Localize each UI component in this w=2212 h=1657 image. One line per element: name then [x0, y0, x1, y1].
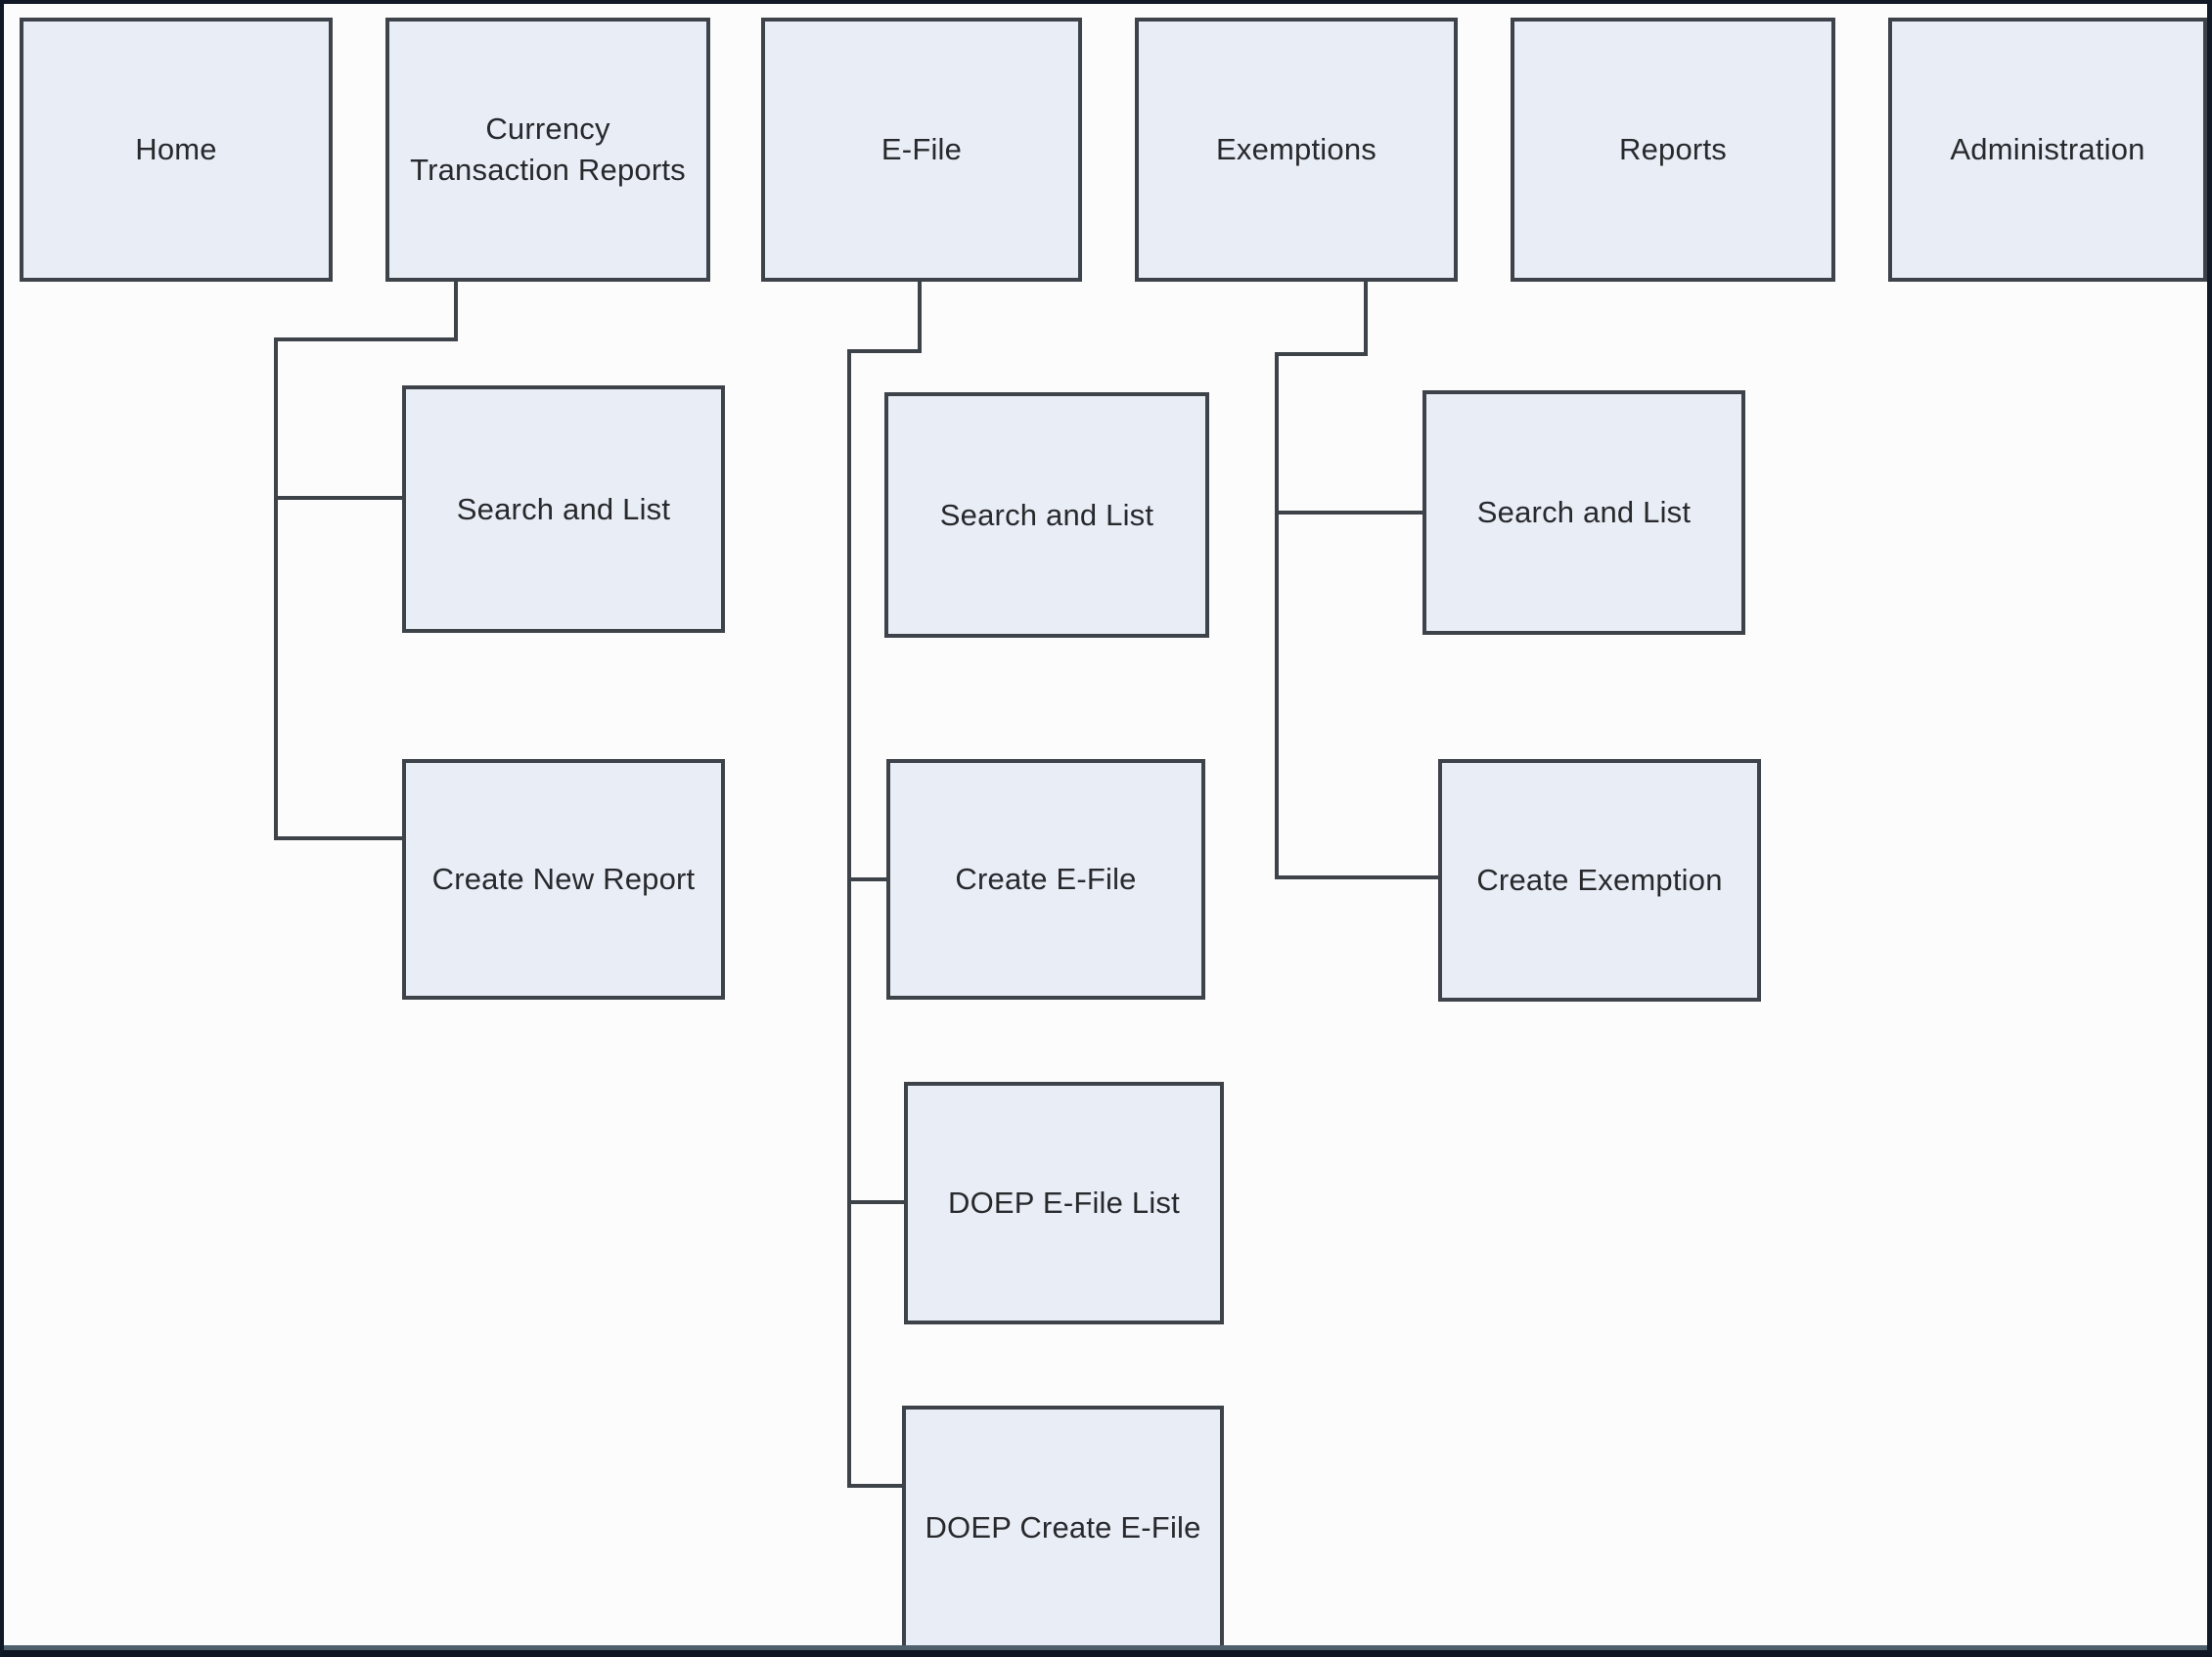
node-label: Search and List	[1476, 495, 1692, 529]
node-label: Search and List	[456, 491, 671, 526]
node-label: Administration	[1950, 132, 2145, 166]
node-label: Reports	[1619, 132, 1727, 166]
node-administration: Administration	[1888, 18, 2207, 282]
node-label: E-File	[880, 132, 963, 166]
frame-bottom-accent	[4, 1645, 2207, 1650]
node-reports: Reports	[1511, 18, 1835, 282]
node-label: Create Exemption	[1476, 863, 1723, 897]
node-exemptions-create-exemption: Create Exemption	[1438, 759, 1761, 1002]
node-label: DOEP Create E-File	[925, 1509, 1201, 1545]
node-doep-e-file-list: DOEP E-File List	[904, 1082, 1224, 1324]
node-label: Create New Report	[431, 862, 696, 896]
connector-exemptions-trunk	[1275, 282, 1438, 879]
node-home: Home	[20, 18, 333, 282]
node-exemptions: Exemptions	[1135, 18, 1458, 282]
node-label: Home	[135, 132, 217, 166]
node-e-file: E-File	[761, 18, 1082, 282]
node-label: Exemptions	[1216, 132, 1377, 166]
node-ctr-create-new-report: Create New Report	[402, 759, 725, 1000]
node-label: Search and List	[939, 497, 1154, 532]
node-ctr-search-and-list: Search and List	[402, 385, 725, 633]
node-exemptions-search-and-list: Search and List	[1422, 390, 1745, 635]
node-efile-create-e-file: Create E-File	[886, 759, 1205, 1000]
node-doep-create-e-file: DOEP Create E-File	[902, 1406, 1224, 1649]
node-efile-search-and-list: Search and List	[884, 392, 1209, 638]
node-label: Create E-File	[955, 862, 1137, 896]
node-label: DOEP E-File List	[948, 1186, 1180, 1220]
